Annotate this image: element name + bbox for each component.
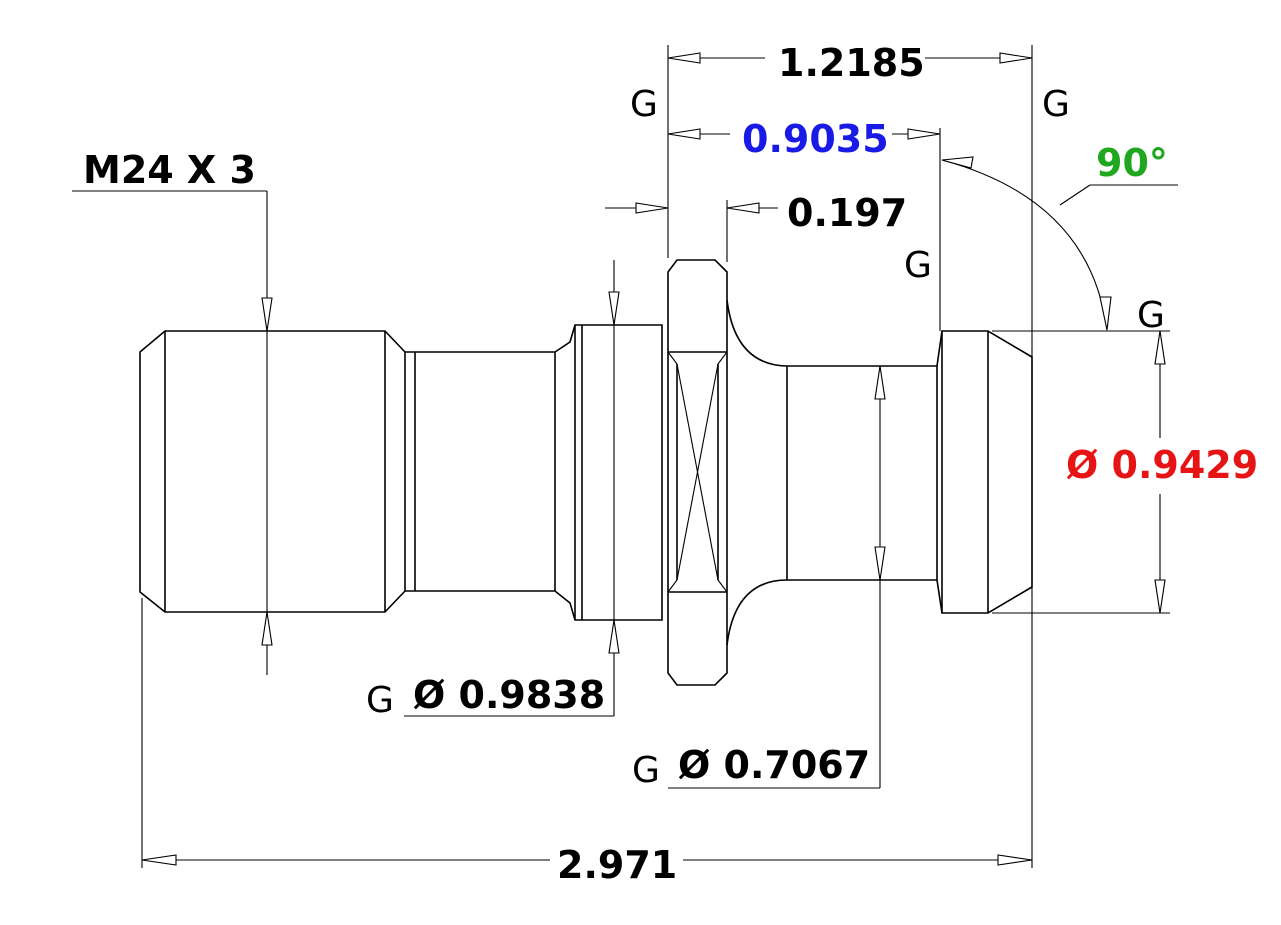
g-label-flange-left: G — [630, 84, 658, 125]
dim-head-diameter: Ø 0.9429 — [1066, 443, 1258, 487]
head — [936, 330, 1033, 614]
g-label-neck: G — [632, 750, 660, 791]
g-label-collar: G — [366, 680, 394, 721]
dim-neck-diameter: Ø 0.7067 — [678, 743, 870, 787]
neck — [726, 299, 938, 646]
part-outline — [139, 259, 1033, 686]
dim-collar-diameter: Ø 0.9838 — [413, 673, 605, 717]
dim-overall-length: 2.971 — [557, 843, 677, 887]
g-label-end-top: G — [1042, 84, 1070, 125]
dim-flange-thickness: 0.197 — [787, 191, 907, 235]
g-labels: G G G G G G — [366, 84, 1165, 791]
dim-thread: M24 X 3 — [83, 148, 256, 192]
dim-flange-to-groove: 0.9035 — [742, 117, 889, 161]
g-label-groove: G — [904, 245, 932, 286]
hex-flange — [667, 259, 728, 686]
dim-head-angle: 90° — [1096, 141, 1168, 185]
threaded-shank — [139, 324, 663, 621]
dim-flange-to-end: 1.2185 — [778, 41, 925, 85]
dimension-lines — [72, 45, 1178, 868]
dimension-labels: 1.2185 0.9035 0.197 M24 X 3 90° Ø 0.9429… — [83, 41, 1258, 887]
g-label-head-top: G — [1137, 295, 1165, 336]
